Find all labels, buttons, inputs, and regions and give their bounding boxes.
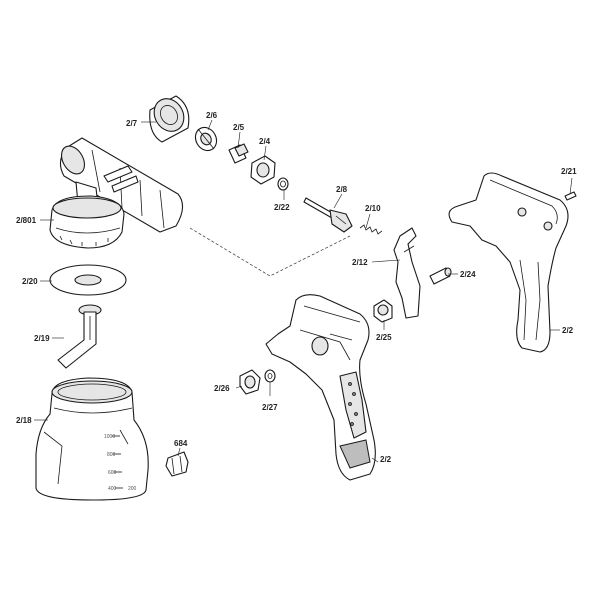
scale-1000: 1000	[104, 434, 115, 440]
label-2-22: 2/22	[274, 203, 290, 212]
scale-800: 800	[107, 452, 116, 458]
scale-400: 400	[108, 486, 117, 492]
part-2-7-air-cap[interactable]	[148, 93, 190, 143]
scale-600: 600	[108, 470, 117, 476]
label-2-25: 2/25	[376, 333, 392, 342]
label-2-4: 2/4	[259, 137, 271, 146]
part-2-25-coupling[interactable]	[373, 299, 393, 323]
part-2-26-cap[interactable]	[239, 369, 261, 395]
part-2-19-suction-tube[interactable]	[57, 304, 102, 369]
part-2-2-handle-half-left[interactable]	[265, 294, 376, 481]
label-2-24: 2/24	[460, 270, 476, 279]
part-labels: 2/7 2/6 2/5 2/4 2/8 2/22 2/10 2/12 2/24 …	[16, 111, 577, 464]
part-2-2-handle-half-right[interactable]	[448, 172, 569, 353]
part-2-12-trigger[interactable]	[393, 227, 421, 319]
label-2-20: 2/20	[22, 277, 38, 286]
label-2-26: 2/26	[214, 384, 230, 393]
part-2-18-container[interactable]: 1000 800 600 400 200	[35, 377, 149, 501]
part-2-5-insert[interactable]	[228, 143, 249, 164]
part-2-10-spring[interactable]	[359, 224, 383, 235]
part-2-21-screw[interactable]	[564, 191, 577, 201]
label-2-12: 2/12	[352, 258, 368, 267]
part-2-20-gasket[interactable]	[49, 264, 127, 296]
label-2-8: 2/8	[336, 185, 348, 194]
assembly-dashed-line	[189, 227, 351, 277]
part-684-valve[interactable]	[165, 451, 189, 477]
scale-200: 200	[128, 486, 137, 492]
label-2-27: 2/27	[262, 403, 278, 412]
label-2-10: 2/10	[365, 204, 381, 213]
leader-lines	[34, 119, 573, 463]
part-2-24-pin[interactable]	[429, 267, 452, 285]
part-2-8-needle[interactable]	[303, 197, 353, 233]
part-2-4-nut[interactable]	[250, 155, 276, 185]
label-2-19: 2/19	[34, 334, 50, 343]
label-2-5: 2/5	[233, 123, 245, 132]
label-2-2-right: 2/2	[562, 326, 574, 335]
label-2-21: 2/21	[561, 167, 577, 176]
label-2-7: 2/7	[126, 119, 138, 128]
label-2-18: 2/18	[16, 416, 32, 425]
part-2-801-nozzle-body[interactable]	[49, 137, 184, 249]
label-2-6: 2/6	[206, 111, 218, 120]
part-2-22-o-ring[interactable]	[277, 177, 289, 191]
label-2-2-left: 2/2	[380, 455, 392, 464]
label-2-801: 2/801	[16, 216, 37, 225]
part-2-6-nozzle[interactable]	[191, 124, 220, 155]
label-684: 684	[174, 439, 188, 448]
part-2-27-washer[interactable]	[264, 369, 276, 383]
